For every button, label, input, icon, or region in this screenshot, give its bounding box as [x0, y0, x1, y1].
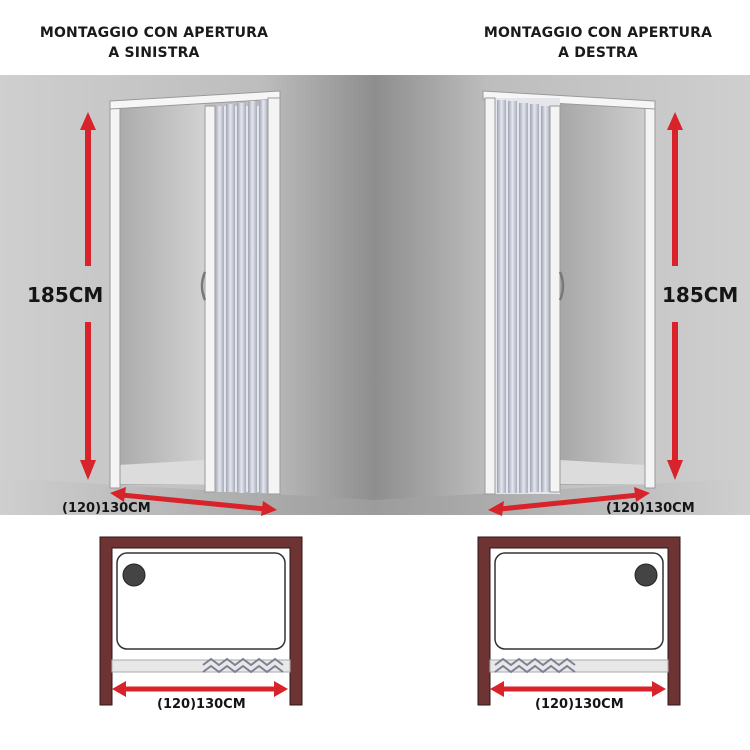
- right-recess: [560, 104, 655, 485]
- left-jamb: [109, 103, 121, 489]
- right-door-handle: [558, 271, 565, 301]
- right-plan-arrow: [490, 681, 666, 697]
- right-floor: [375, 478, 750, 515]
- left-plan: [99, 536, 303, 706]
- right-title: MONTAGGIO CON APERTURA A DESTRA: [448, 23, 748, 63]
- right-height-arrow: [667, 112, 683, 480]
- right-plan-drain: [634, 563, 658, 587]
- left-title-line1: MONTAGGIO CON APERTURA: [39, 25, 269, 41]
- left-floor: [0, 478, 375, 515]
- left-plan-tray: [116, 552, 286, 650]
- left-height-label: 185CM: [27, 283, 104, 307]
- right-title-line2: A DESTRA: [558, 45, 638, 61]
- right-plan-width-label: (120)130CM: [535, 697, 624, 712]
- left-width-label: (120)130CM: [62, 501, 151, 516]
- right-folding-panel: [484, 97, 565, 495]
- right-jamb: [644, 103, 656, 489]
- right-title-line1: MONTAGGIO CON APERTURA: [483, 25, 713, 41]
- left-door-handle: [200, 271, 207, 301]
- left-recess-floor: [118, 460, 205, 484]
- right-plan-folds: [494, 657, 576, 674]
- right-plan-walls: [477, 536, 681, 706]
- right-recess-floor: [560, 460, 645, 484]
- left-title: MONTAGGIO CON APERTURA A SINISTRA: [4, 23, 304, 63]
- left-recess: [110, 104, 205, 485]
- left-plan-width-label: (120)130CM: [157, 697, 246, 712]
- right-plan: [477, 536, 681, 706]
- right-scene: [375, 75, 750, 516]
- right-plan-tray: [494, 552, 664, 650]
- left-title-line2: A SINISTRA: [108, 45, 200, 61]
- left-plan-folds: [202, 657, 284, 674]
- left-scene: [0, 75, 375, 516]
- left-height-arrow: [80, 112, 96, 480]
- left-folding-panel: [200, 97, 281, 495]
- left-plan-arrow: [112, 681, 288, 697]
- right-width-arrow: [488, 487, 650, 516]
- left-plan-drain: [122, 563, 146, 587]
- right-height-label: 185CM: [662, 283, 739, 307]
- left-width-arrow: [110, 487, 277, 516]
- right-top-rail: [482, 90, 656, 110]
- right-plan-rail: [489, 659, 669, 673]
- left-plan-walls: [99, 536, 303, 706]
- right-width-label: (120)130CM: [606, 501, 695, 516]
